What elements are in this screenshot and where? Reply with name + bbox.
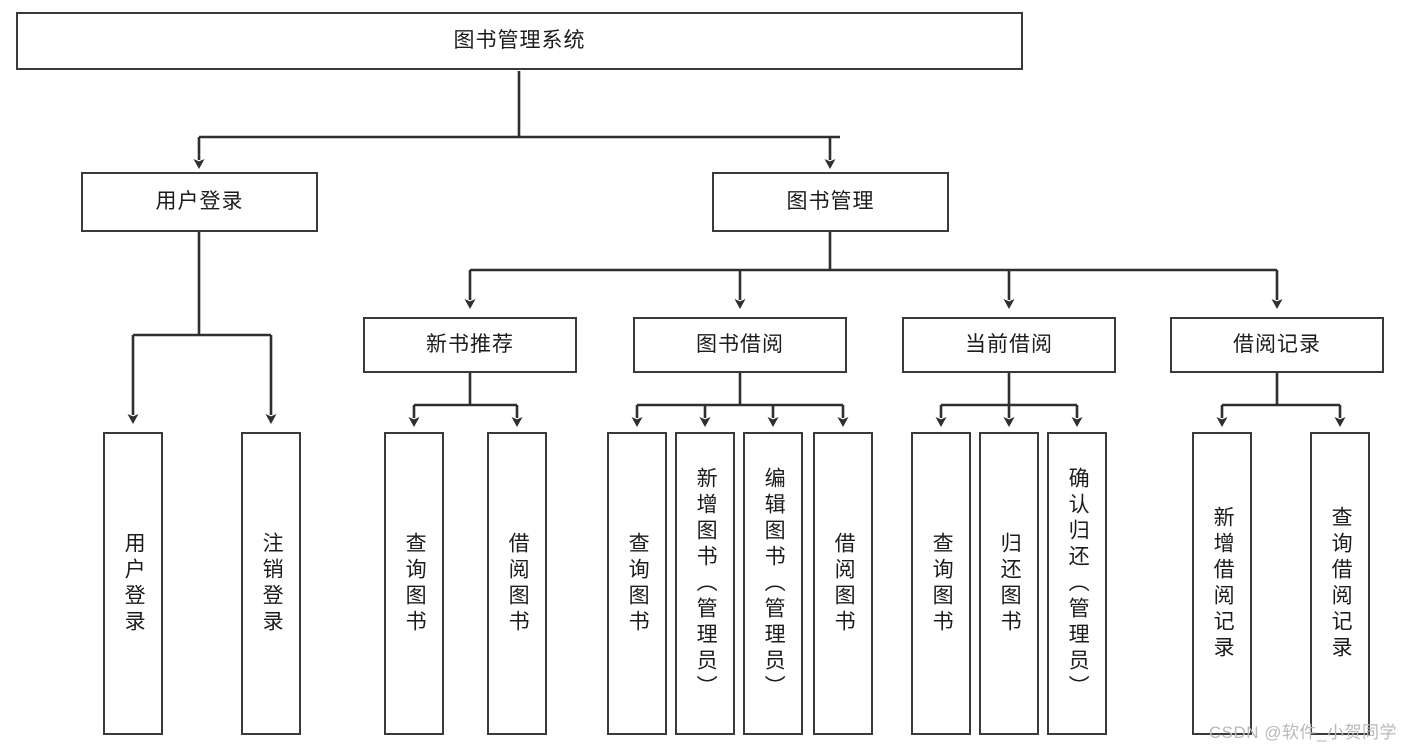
leaf-label: 确认归还（管理员） bbox=[1066, 466, 1090, 701]
leaf-current-confirm-return-admin[interactable]: 确认归还（管理员） bbox=[1047, 432, 1107, 735]
leaf-label: 查询图书 bbox=[403, 531, 427, 636]
leaf-label: 用户登录 bbox=[122, 531, 146, 636]
leaf-borrow-query-book[interactable]: 查询图书 bbox=[607, 432, 667, 735]
leaf-label: 查询图书 bbox=[930, 531, 954, 636]
leaf-recommend-query-book[interactable]: 查询图书 bbox=[384, 432, 444, 735]
leaf-recommend-borrow-book[interactable]: 借阅图书 bbox=[487, 432, 547, 735]
leaf-record-query-record[interactable]: 查询借阅记录 bbox=[1310, 432, 1370, 735]
leaf-borrow-edit-book-admin[interactable]: 编辑图书（管理员） bbox=[743, 432, 803, 735]
leaf-label: 查询借阅记录 bbox=[1329, 505, 1353, 662]
leaf-label: 编辑图书（管理员） bbox=[762, 466, 786, 701]
leaf-label: 新增借阅记录 bbox=[1211, 505, 1235, 662]
leaf-label: 借阅图书 bbox=[832, 531, 856, 636]
csdn-watermark: CSDN @软件_小贺同学 bbox=[1208, 723, 1397, 742]
leaf-borrow-borrow-book[interactable]: 借阅图书 bbox=[813, 432, 873, 735]
leaf-label: 归还图书 bbox=[998, 531, 1022, 636]
node-root-system[interactable]: 图书管理系统 bbox=[16, 12, 1023, 70]
node-book-borrow[interactable]: 图书借阅 bbox=[633, 317, 847, 373]
leaf-record-add-record[interactable]: 新增借阅记录 bbox=[1192, 432, 1252, 735]
node-current-borrow[interactable]: 当前借阅 bbox=[902, 317, 1116, 373]
leaf-label: 借阅图书 bbox=[506, 531, 530, 636]
leaf-user-login-logout[interactable]: 注销登录 bbox=[241, 432, 301, 735]
node-new-book-recommend[interactable]: 新书推荐 bbox=[363, 317, 577, 373]
leaf-current-query-book[interactable]: 查询图书 bbox=[911, 432, 971, 735]
leaf-current-return-book[interactable]: 归还图书 bbox=[979, 432, 1039, 735]
node-book-management[interactable]: 图书管理 bbox=[712, 172, 949, 232]
node-borrow-record[interactable]: 借阅记录 bbox=[1170, 317, 1384, 373]
leaf-borrow-add-book-admin[interactable]: 新增图书（管理员） bbox=[675, 432, 735, 735]
leaf-user-login-signin[interactable]: 用户登录 bbox=[103, 432, 163, 735]
leaf-label: 查询图书 bbox=[626, 531, 650, 636]
node-user-login[interactable]: 用户登录 bbox=[81, 172, 318, 232]
leaf-label: 注销登录 bbox=[260, 531, 284, 636]
leaf-label: 新增图书（管理员） bbox=[694, 466, 718, 701]
